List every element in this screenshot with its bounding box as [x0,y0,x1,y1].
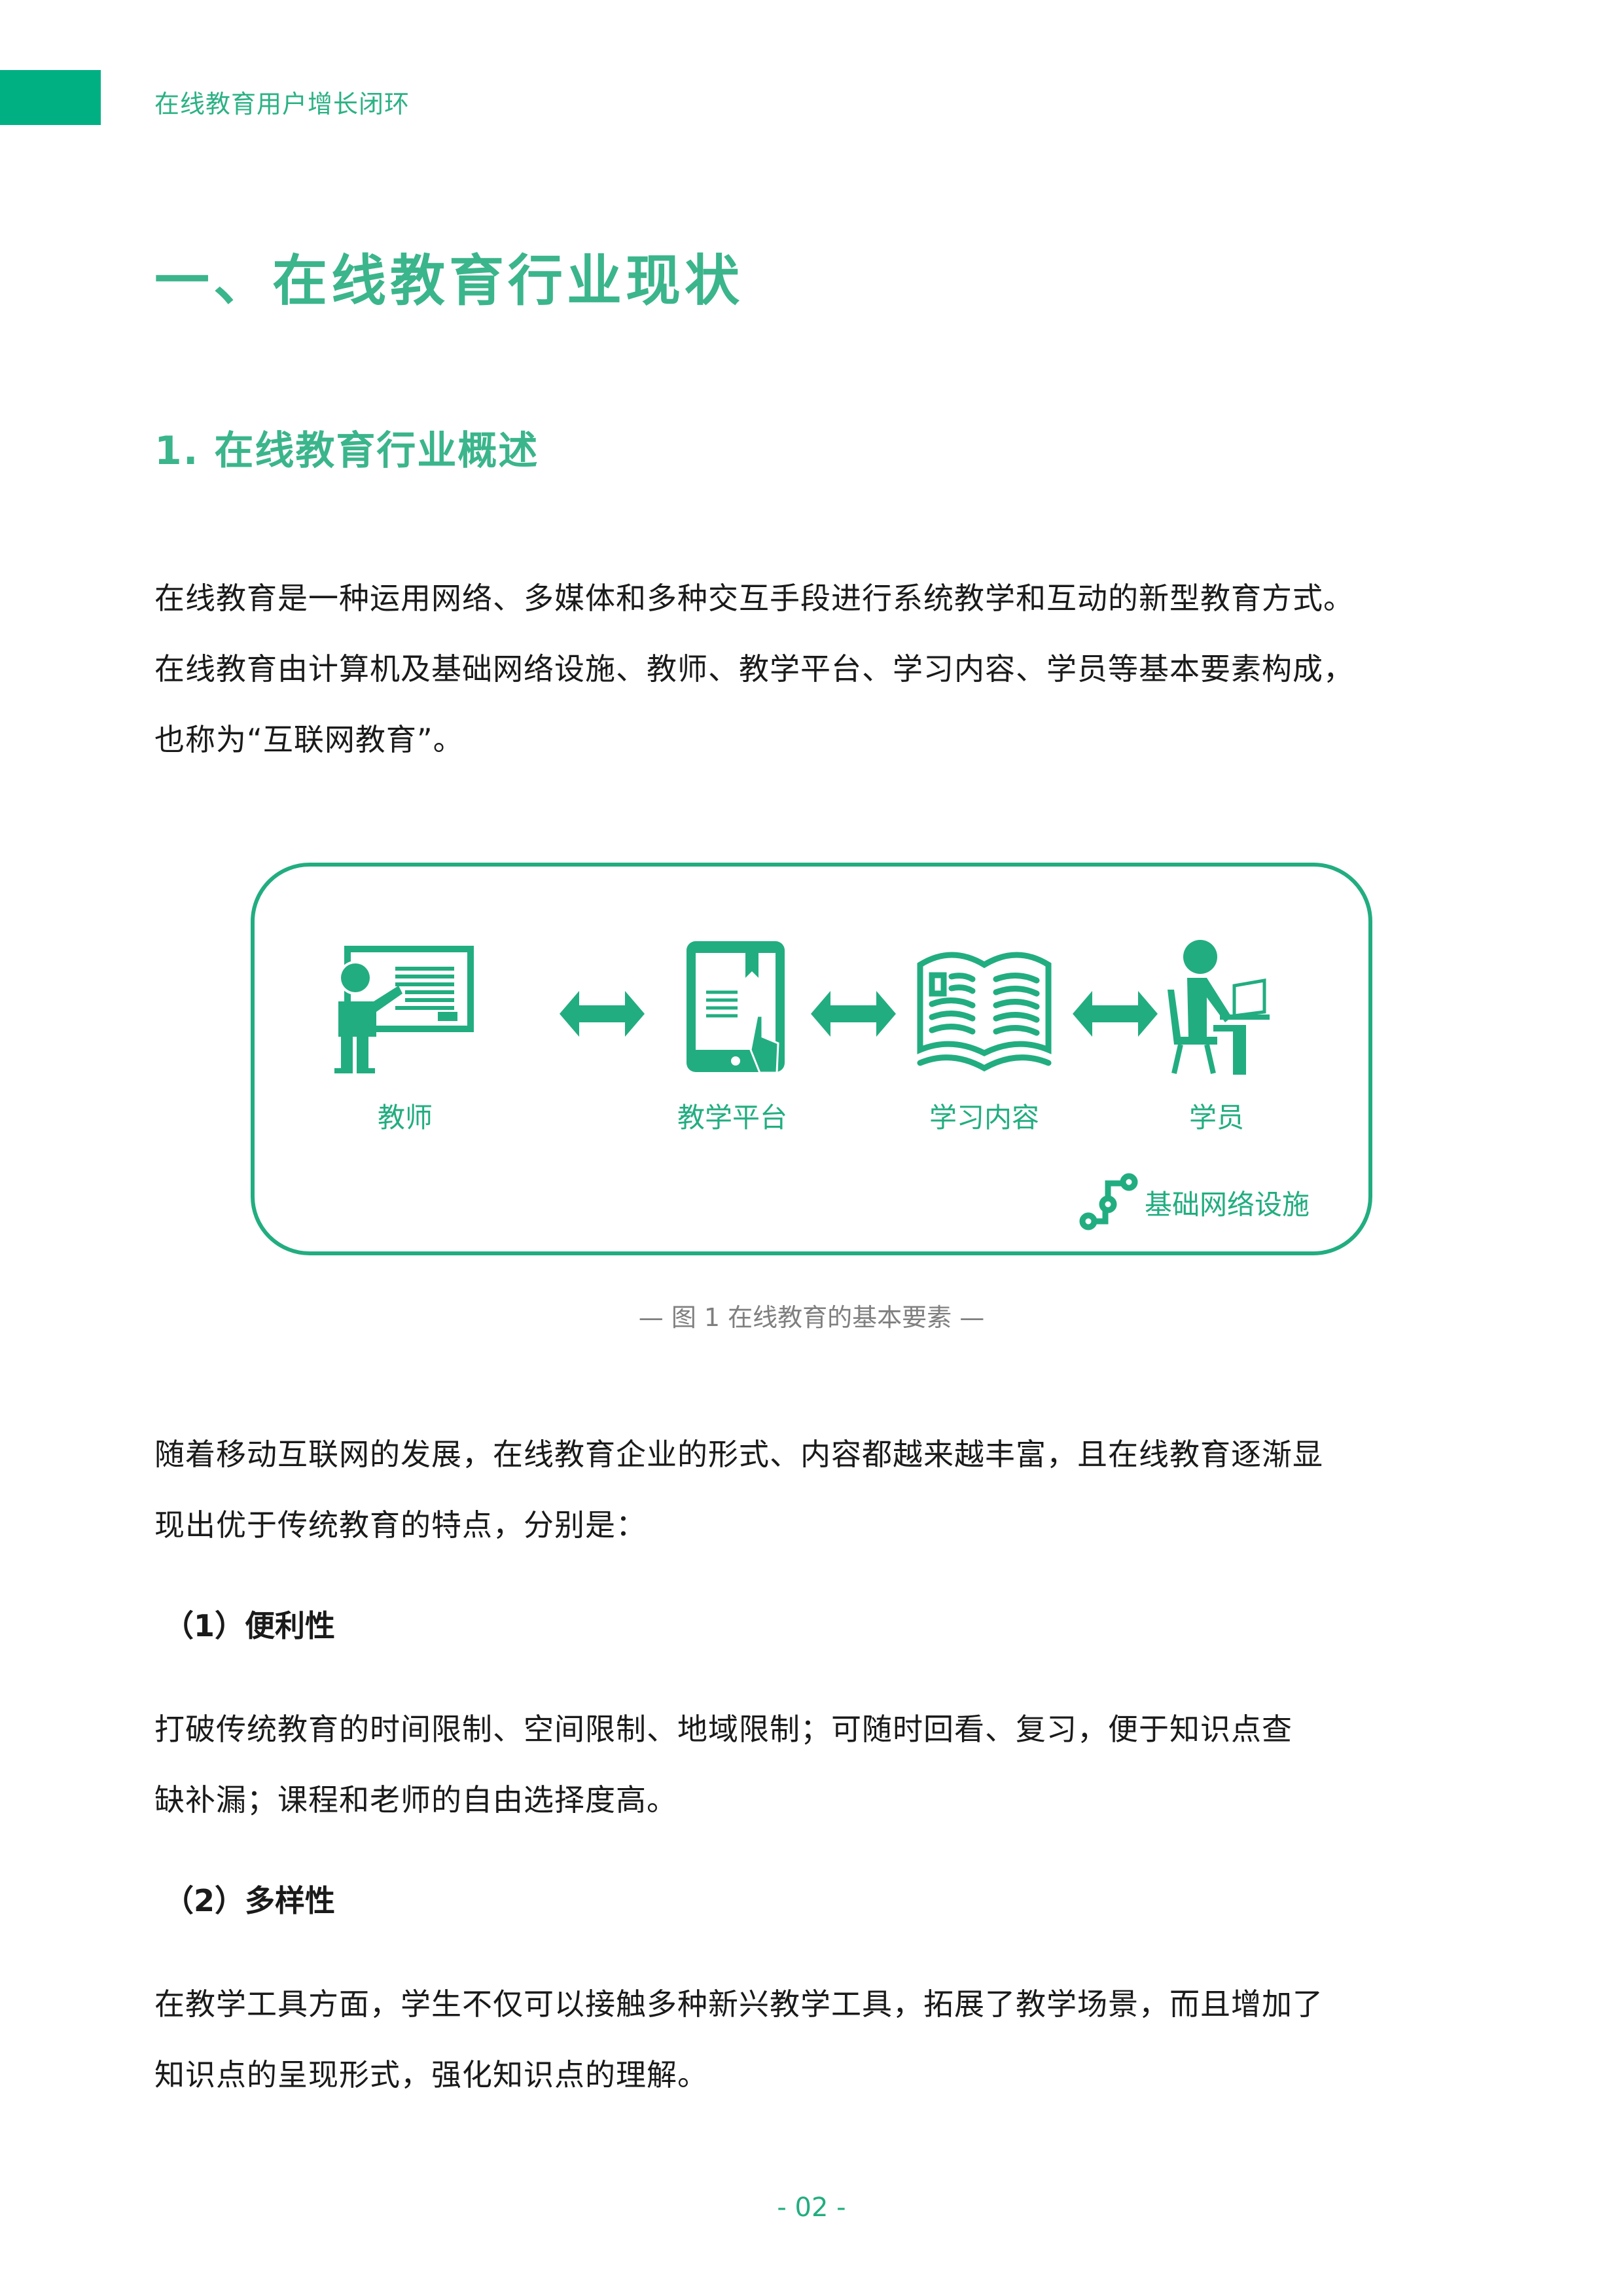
bidirectional-arrow-icon [560,991,645,1037]
diagram-node-student: 学员 [1132,939,1302,1136]
feature-heading-diversity: （2）多样性 [164,1883,336,1918]
feature-line: 缺补漏；课程和老师的自由选择度高。 [154,1782,677,1818]
feature-line: 知识点的呈现形式，强化知识点的理解。 [154,2057,708,2092]
figure-caption: — 图 1 在线教育的基本要素 — [638,1303,985,1332]
running-header-title: 在线教育用户增长闭环 [154,90,410,118]
node-label-platform: 教学平台 [677,1102,787,1134]
feature-line: 打破传统教育的时间限制、空间限制、地域限制；可随时回看、复习，便于知识点查 [154,1712,1293,1747]
infrastructure-legend: 基础网络设施 [1079,1173,1310,1232]
subsection-title: 1. 在线教育行业概述 [154,428,539,474]
diagram-node-teacher: 教师 [320,939,490,1136]
feature-body-diversity: 在教学工具方面，学生不仅可以接触多种新兴教学工具，拓展了教学场景，而且增加了 知… [154,1969,1476,2110]
book-icon [917,952,1052,1072]
page-number: - 02 - [777,2193,846,2223]
infrastructure-label: 基础网络设施 [1144,1188,1310,1221]
intro-line: 在线教育是一种运用网络、多媒体和多种交互手段进行系统教学和互动的新型教育方式。 [154,581,1354,616]
intro-paragraph: 在线教育是一种运用网络、多媒体和多种交互手段进行系统教学和互动的新型教育方式。 … [154,563,1476,775]
section-title: 一、在线教育行业现状 [154,249,744,313]
teacher-icon [334,946,474,1073]
feature-heading-convenience: （1）便利性 [164,1608,336,1643]
network-icon [1079,1173,1138,1230]
diagram-node-platform: 教学平台 [647,939,817,1136]
features-intro-paragraph: 随着移动互联网的发展，在线教育企业的形式、内容都越来越丰富，且在线教育逐渐显 现… [154,1419,1476,1560]
intro-line: 也称为“互联网教育”。 [154,722,464,757]
bidirectional-arrow-icon [811,991,896,1037]
student-icon [1168,940,1270,1075]
features-intro-line: 现出优于传统教育的特点，分别是： [154,1507,647,1543]
node-label-teacher: 教师 [377,1102,433,1134]
intro-line: 在线教育由计算机及基础网络设施、教师、教学平台、学习内容、学员等基本要素构成， [154,651,1354,687]
bidirectional-arrow-icon [1073,991,1158,1037]
diagram-node-content: 学习内容 [899,939,1069,1136]
feature-line: 在教学工具方面，学生不仅可以接触多种新兴教学工具，拓展了教学场景，而且增加了 [154,1986,1323,2022]
header-accent-bar [0,70,101,125]
tablet-icon [687,941,785,1074]
features-intro-line: 随着移动互联网的发展，在线教育企业的形式、内容都越来越丰富，且在线教育逐渐显 [154,1437,1323,1472]
node-label-content: 学习内容 [929,1102,1039,1134]
node-label-student: 学员 [1188,1102,1244,1134]
feature-body-convenience: 打破传统教育的时间限制、空间限制、地域限制；可随时回看、复习，便于知识点查 缺补… [154,1694,1476,1835]
elements-diagram: 教师 教学平台 [251,863,1372,1255]
